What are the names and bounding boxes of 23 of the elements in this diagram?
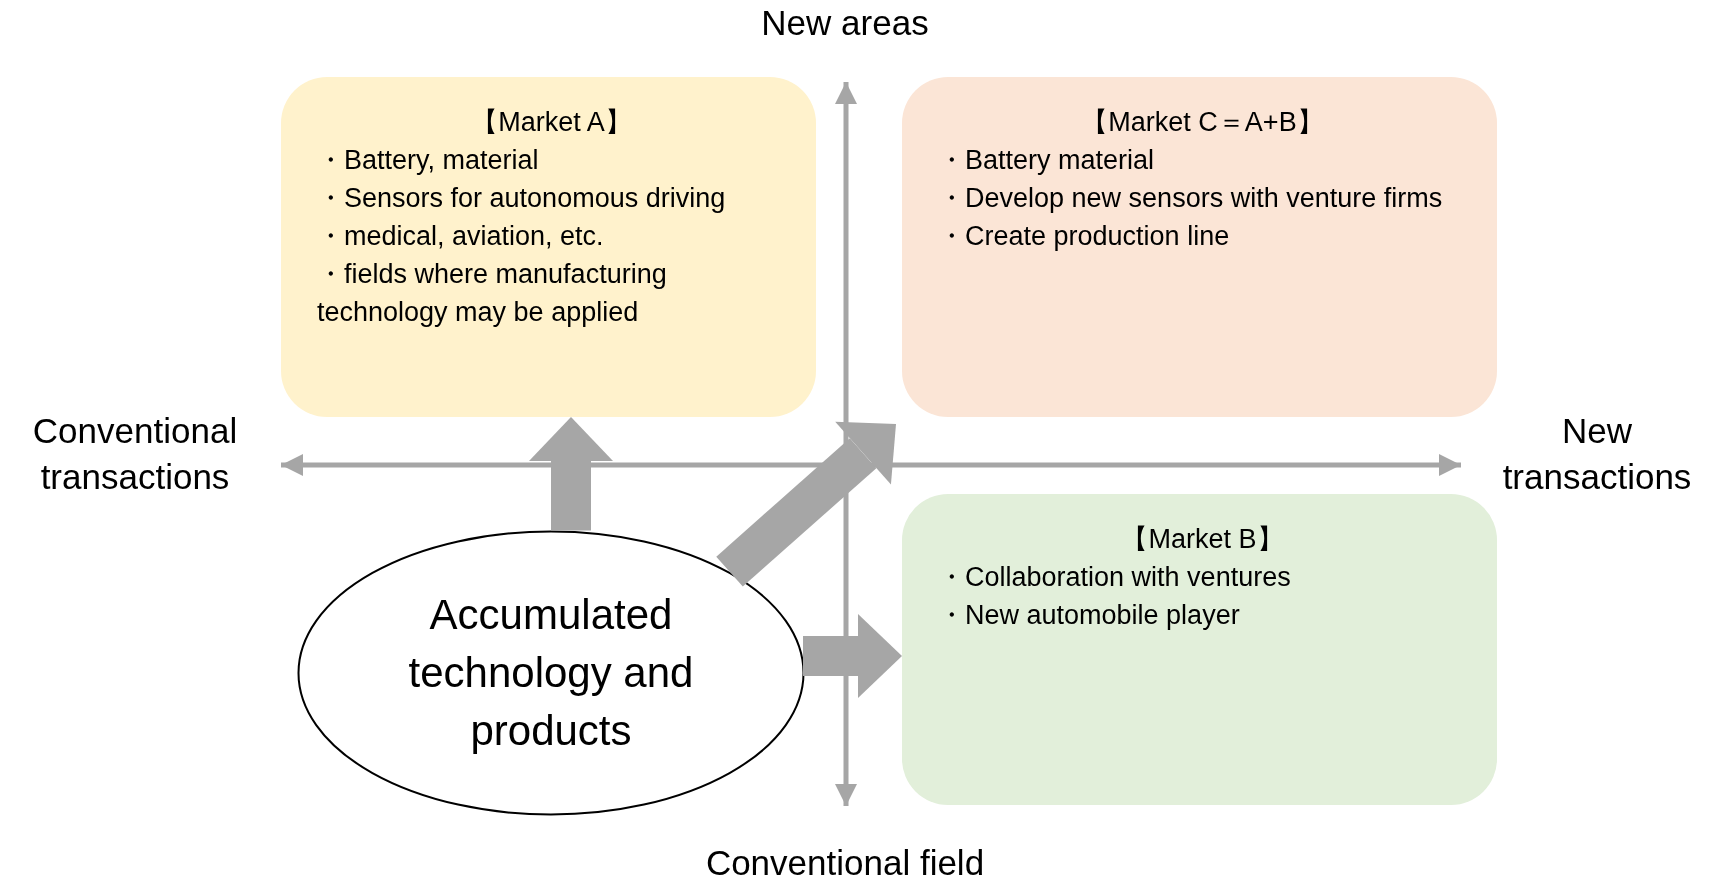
bullet-item: ・Battery material <box>938 144 1156 177</box>
ellipse-label: Accumulated technology and products <box>407 590 695 756</box>
market-box <box>281 77 816 417</box>
block-arrow <box>529 417 613 531</box>
axis-label: Conventional field <box>704 842 986 884</box>
bullet-item: ・Create production line <box>938 220 1231 253</box>
axis-label: Conventional transactions <box>31 410 239 498</box>
market-heading: 【Market A】 <box>470 106 633 139</box>
axis-label: New areas <box>760 2 930 44</box>
market-box <box>902 77 1497 417</box>
bullet-item: ・Collaboration with ventures <box>938 561 1292 594</box>
block-arrow <box>803 614 902 698</box>
market-heading: 【Market C＝A+B】 <box>1080 106 1325 139</box>
axis-label: New transactions <box>1501 410 1693 498</box>
bullet-item: ・fields where manufacturing technology may be applied <box>317 258 668 329</box>
bullet-item: ・New automobile player <box>938 599 1241 632</box>
market-box <box>902 494 1497 805</box>
bullet-item: ・Sensors for autonomous driving <box>317 182 727 215</box>
market-heading: 【Market B】 <box>1120 523 1285 556</box>
block-arrow <box>716 421 896 587</box>
bullet-item: ・medical, aviation, etc. <box>317 220 605 253</box>
bullet-item: ・Battery, material <box>317 144 540 177</box>
bullet-item: ・Develop new sensors with venture firms <box>938 182 1444 215</box>
